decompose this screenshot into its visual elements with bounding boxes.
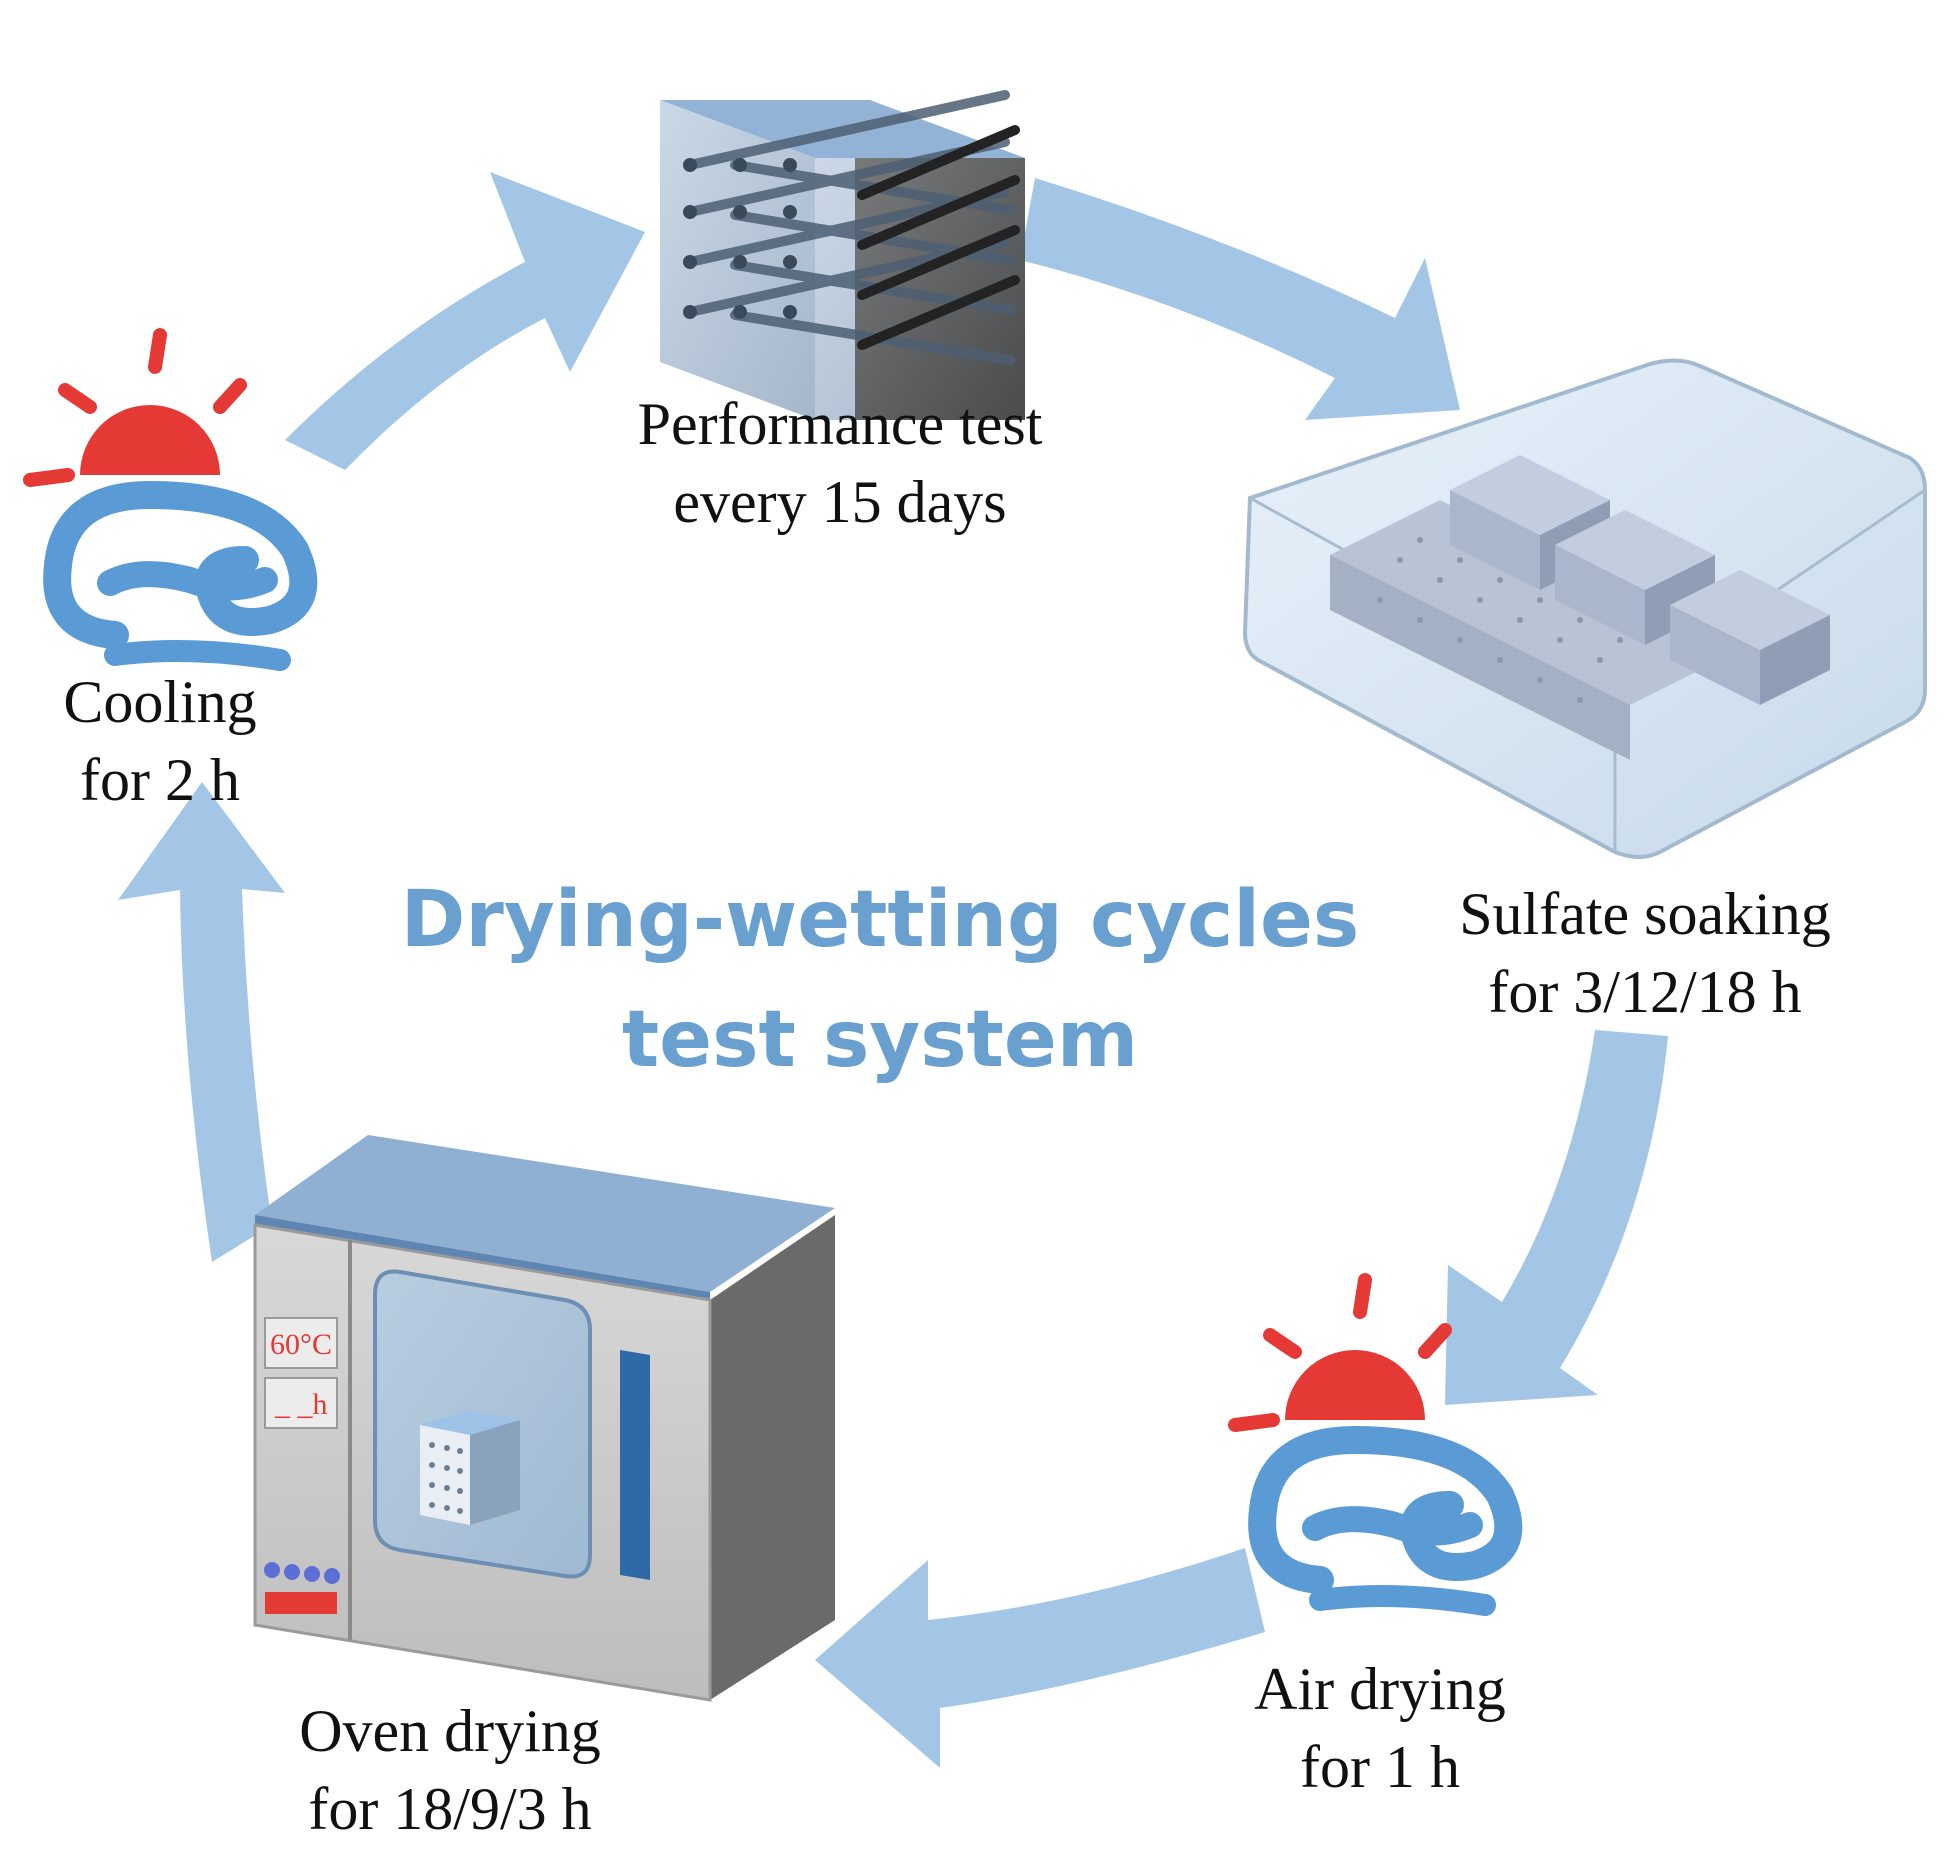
oven-status-light	[265, 1592, 337, 1614]
performance-line2: every 15 days	[673, 469, 1007, 535]
oven-timer-display: _ _h	[274, 1388, 328, 1421]
step-label-oven-drying: Oven drying for 18/9/3 h	[220, 1692, 680, 1848]
cycle-arrows	[118, 172, 1668, 1768]
step-label-cooling: Cooling for 2 h	[0, 663, 320, 819]
arrow-air-drying-to-oven	[815, 1548, 1265, 1768]
oven-drying-line1: Oven drying	[299, 1698, 601, 1764]
arrow-soaking-to-air-drying	[1445, 1030, 1668, 1405]
diagram-title: Drying-wetting cycles test system	[300, 860, 1460, 1100]
arrow-cooling-to-performance	[285, 172, 645, 470]
arrow-oven-to-cooling	[118, 782, 285, 1262]
arrow-performance-to-soaking	[1020, 178, 1460, 420]
cooling-line2: for 2 h	[80, 747, 240, 813]
oven-temperature-display: 60°C	[270, 1328, 332, 1361]
step-label-air-drying: Air drying for 1 h	[1170, 1650, 1590, 1806]
specimen-cube-icon	[660, 90, 1025, 420]
diagram-title-line1: Drying-wetting cycles	[400, 875, 1360, 965]
soaking-line2: for 3/12/18 h	[1488, 959, 1802, 1025]
soaking-line1: Sulfate soaking	[1459, 881, 1831, 947]
step-label-performance: Performance test every 15 days	[560, 385, 1120, 541]
diagram-title-line2: test system	[621, 995, 1139, 1085]
performance-line1: Performance test	[637, 391, 1043, 457]
oven-buttons	[264, 1562, 340, 1584]
step-label-soaking: Sulfate soaking for 3/12/18 h	[1375, 875, 1915, 1031]
soaking-tank-icon	[1242, 358, 1927, 859]
air-drying-weather-icon	[1228, 1273, 1523, 1616]
cooling-weather-icon	[23, 328, 318, 671]
cooling-line1: Cooling	[63, 669, 257, 735]
oven-icon: 60°C _ _h	[253, 1135, 835, 1702]
oven-drying-line2: for 18/9/3 h	[308, 1776, 592, 1842]
air-drying-line2: for 1 h	[1300, 1734, 1460, 1800]
air-drying-line1: Air drying	[1254, 1656, 1506, 1722]
